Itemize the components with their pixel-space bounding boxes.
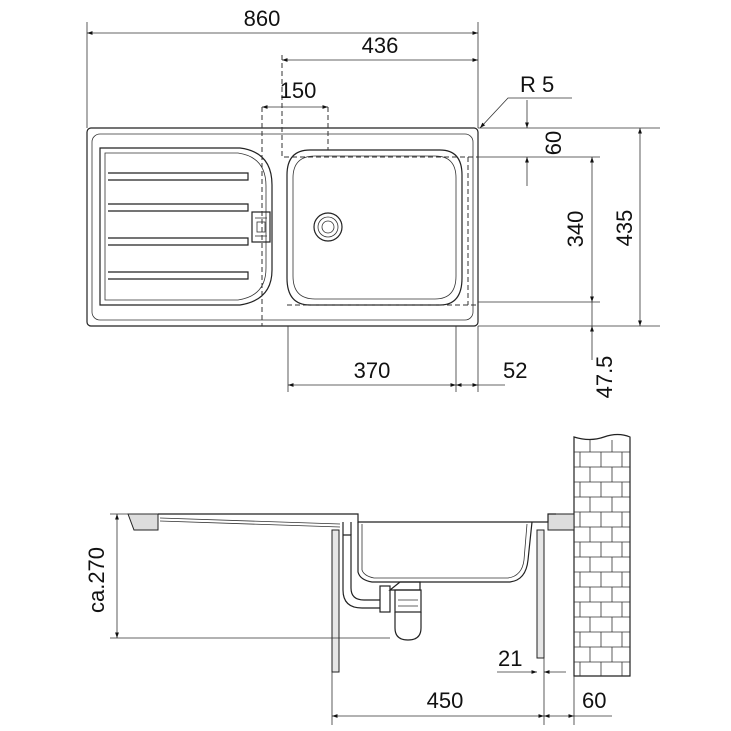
dim-front-margin: 47.5 bbox=[592, 356, 617, 399]
dim-corner-radius: R 5 bbox=[520, 72, 554, 97]
dim-side-margin: 52 bbox=[503, 358, 527, 383]
dim-overall-depth: 435 bbox=[612, 210, 637, 247]
cabinet-sides bbox=[331, 529, 545, 673]
worktop bbox=[127, 513, 575, 531]
dim-bowl-offset: 436 bbox=[362, 33, 399, 58]
sink-profile bbox=[158, 513, 556, 641]
sink-inner-rim bbox=[91, 133, 474, 321]
sink-bowl bbox=[286, 149, 463, 306]
dim-waste-offset: 150 bbox=[280, 78, 317, 103]
dim-cabinet-depth: 450 bbox=[427, 688, 464, 713]
dim-bowl-depth: 340 bbox=[563, 211, 588, 248]
brick-wall bbox=[573, 433, 631, 677]
dim-wall-offset: 60 bbox=[582, 688, 606, 713]
drainer-board bbox=[99, 147, 273, 306]
dim-height: ca.270 bbox=[84, 547, 109, 613]
sink-outline bbox=[86, 127, 479, 327]
side-view: ca.270 21 450 60 bbox=[84, 433, 631, 725]
overflow-plate-icon bbox=[251, 211, 271, 243]
top-view: 860 436 150 R 5 60 340 435 47.5 370 52 bbox=[86, 6, 660, 399]
dim-bowl-width: 370 bbox=[354, 358, 391, 383]
waste-outlet-icon bbox=[313, 212, 343, 242]
dim-wall-thickness: 21 bbox=[498, 646, 522, 671]
dim-top-edge: 60 bbox=[541, 131, 566, 155]
dim-overall-width: 860 bbox=[244, 6, 281, 31]
